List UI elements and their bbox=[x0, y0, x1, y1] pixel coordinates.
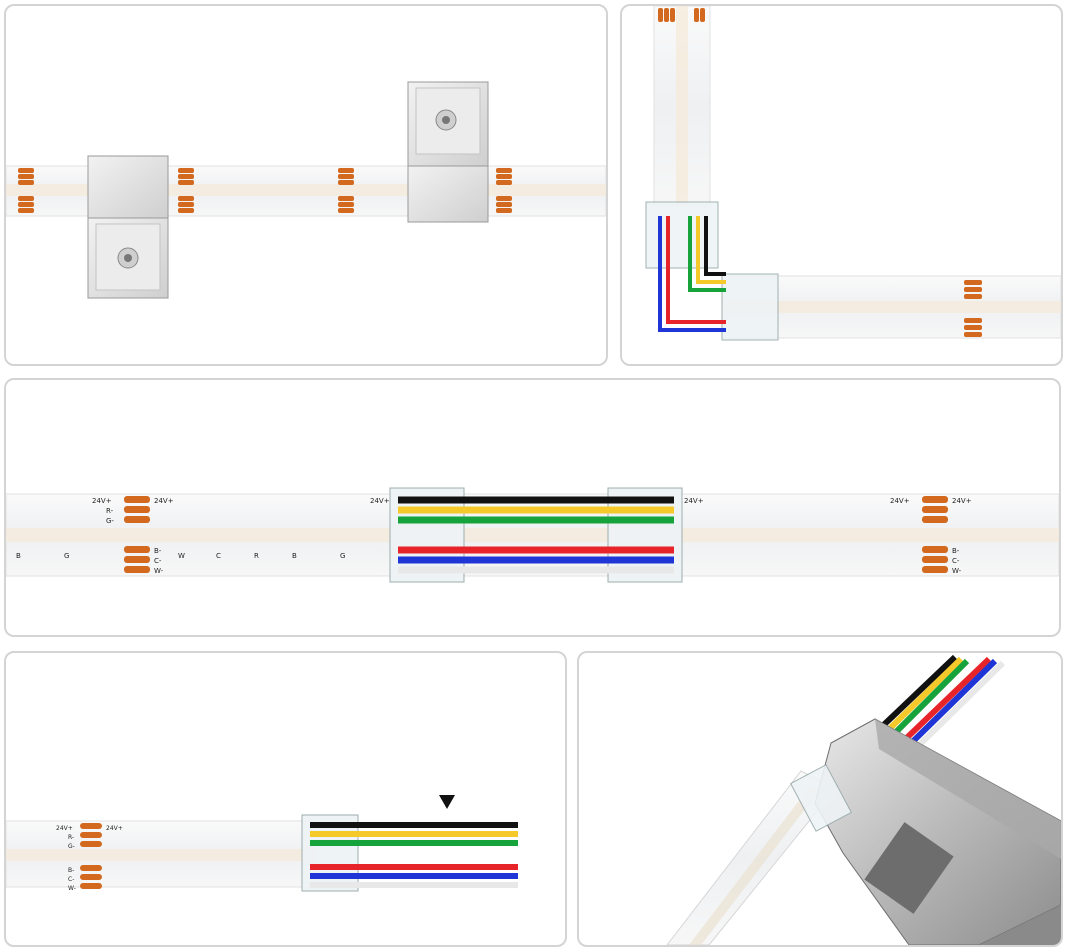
jumper-wires bbox=[398, 496, 674, 574]
crimping-panel bbox=[577, 651, 1063, 947]
strip-mark-g: G bbox=[64, 552, 69, 560]
pin-label-r: R- bbox=[68, 834, 74, 841]
pin-label-c: C- bbox=[952, 557, 960, 565]
pin-label-c: C- bbox=[68, 876, 74, 883]
mounting-clip-right bbox=[407, 81, 489, 223]
pin-label-24v: 24V+ bbox=[106, 825, 123, 832]
pliers-icon bbox=[814, 718, 1061, 945]
crimping-illustration bbox=[666, 654, 1061, 945]
strip-mark-r: R bbox=[254, 552, 259, 560]
pin-label-r: R- bbox=[106, 507, 114, 515]
pin-label-w: W- bbox=[952, 567, 962, 575]
pin-label-b: B- bbox=[68, 867, 74, 874]
pigtail-insert-illustration: 24V+ 24V+ R- G- B- C- W- bbox=[6, 795, 518, 892]
strip-mark-b: B bbox=[16, 552, 21, 560]
pin-label-b: B- bbox=[154, 547, 162, 555]
pin-label-w: W- bbox=[68, 885, 76, 892]
pin-label-24v: 24V+ bbox=[92, 497, 112, 505]
l-corner-panel bbox=[620, 4, 1063, 366]
pin-label-b: B- bbox=[952, 547, 960, 555]
pigtail-wires bbox=[310, 822, 518, 888]
clear-connector bbox=[789, 764, 853, 832]
jumper-connector-panel: 24V+ 24V+ R- G- B- C- W- B G W C R B G 2… bbox=[4, 378, 1061, 637]
l-corner-illustration bbox=[645, 6, 1061, 341]
strip-mark-g: G bbox=[340, 552, 345, 560]
copper-pads-group-1 bbox=[18, 168, 512, 213]
copper-pads-corner bbox=[658, 8, 982, 337]
strip-mark-c: C bbox=[216, 552, 221, 560]
pin-label-24v: 24V+ bbox=[154, 497, 174, 505]
led-row bbox=[6, 528, 1059, 542]
screw-hole-icon bbox=[442, 116, 450, 124]
pin-label-24v: 24V+ bbox=[684, 497, 704, 505]
corner-wires bbox=[658, 216, 726, 332]
down-triangle-icon bbox=[439, 795, 455, 809]
jumper-connector-illustration: 24V+ 24V+ R- G- B- C- W- B G W C R B G 2… bbox=[6, 487, 1059, 583]
pin-label-24v: 24V+ bbox=[56, 825, 73, 832]
clip-mount-illustration bbox=[6, 81, 606, 299]
connector-left: 24V+ bbox=[370, 487, 465, 583]
strip-mark-w: W bbox=[178, 552, 185, 560]
pin-label-c: C- bbox=[154, 557, 162, 565]
pin-label-g: G- bbox=[68, 843, 75, 850]
pin-label-g: G- bbox=[106, 517, 114, 525]
connector-right: 24V+ bbox=[607, 487, 704, 583]
pin-label-24v: 24V+ bbox=[890, 497, 910, 505]
mounting-clip-left bbox=[87, 155, 169, 299]
pad-group-right: 24V+ 24V+ B- C- W- bbox=[890, 496, 972, 575]
clear-connector-side bbox=[721, 273, 779, 341]
pigtail-insert-panel: 24V+ 24V+ R- G- B- C- W- bbox=[4, 651, 567, 947]
clip-mount-panel bbox=[4, 4, 608, 366]
pin-label-w: W- bbox=[154, 567, 164, 575]
screw-hole-icon bbox=[124, 254, 132, 262]
pad-group-left: 24V+ 24V+ R- G- B- C- W- B G W C R B G bbox=[16, 496, 345, 575]
pad-group: 24V+ 24V+ R- G- B- C- W- bbox=[56, 823, 123, 892]
pin-label-24v: 24V+ bbox=[952, 497, 972, 505]
pin-label-24v: 24V+ bbox=[370, 497, 390, 505]
strip-mark-b: B bbox=[292, 552, 297, 560]
